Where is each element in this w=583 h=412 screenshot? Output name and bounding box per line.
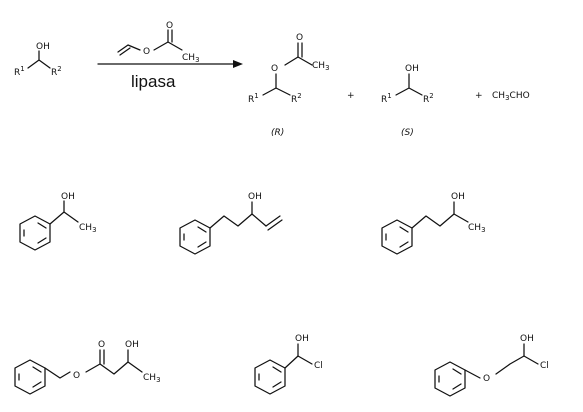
r2-label: R2 xyxy=(291,92,302,105)
r1-label: R1 xyxy=(14,65,25,78)
r-configuration-label: (R) xyxy=(271,128,284,138)
catalyst-label: lipasa xyxy=(131,72,176,91)
methyl-label: CH3 xyxy=(182,53,200,64)
acetaldehyde-label: CH3CHO xyxy=(492,91,530,102)
methyl-label: CH3 xyxy=(468,223,486,234)
hydroxyl-label: OH xyxy=(248,192,262,202)
hydroxyl-label: OH xyxy=(125,340,139,350)
r2-label: R2 xyxy=(51,65,62,78)
ether-oxygen-label: O xyxy=(483,374,490,384)
substrate-3-phenylbutanol: OH CH3 xyxy=(381,192,486,255)
methyl-label: CH3 xyxy=(143,373,161,384)
substrate-6-phenoxy-chloropropanol: O OH Cl xyxy=(434,334,549,397)
vinyl-acetate: O O CH3 xyxy=(117,21,200,64)
hydroxyl-label: OH xyxy=(405,64,419,74)
ester-oxygen-label: O xyxy=(143,47,150,57)
product-r-acetate: O O CH3 R1 R2 (R) xyxy=(248,33,330,138)
hydroxyl-label: OH xyxy=(61,192,75,202)
chlorine-label: Cl xyxy=(314,361,323,371)
ester-oxygen-label: O xyxy=(73,371,80,381)
plus-sign: + xyxy=(347,91,355,101)
carbonyl-oxygen-label: O xyxy=(296,33,303,43)
methyl-label: CH3 xyxy=(79,223,97,234)
reactant-secondary-alcohol: OH R1 R2 xyxy=(14,42,62,78)
r1-label: R1 xyxy=(381,92,392,105)
substrate-2-allylic-alcohol: OH xyxy=(179,192,283,255)
substrate-1-phenylethanol: OH CH3 xyxy=(19,192,97,251)
carbonyl-oxygen-label: O xyxy=(166,21,173,31)
hydroxyl-label: OH xyxy=(520,334,534,344)
plus-sign: + xyxy=(475,91,483,101)
reaction-arrow xyxy=(97,60,243,68)
substrate-5-chlorophenylethanol: OH Cl xyxy=(254,334,323,395)
hydroxyl-label: OH xyxy=(36,42,50,52)
chlorine-label: Cl xyxy=(540,361,549,371)
substrate-4-benzyl-hydroxybutanoate: O O OH CH3 xyxy=(14,340,161,395)
r1-label: R1 xyxy=(248,92,259,105)
carbonyl-oxygen-label: O xyxy=(98,340,105,350)
s-configuration-label: (S) xyxy=(401,128,414,138)
r2-label: R2 xyxy=(423,92,434,105)
hydroxyl-label: OH xyxy=(451,192,465,202)
methyl-label: CH3 xyxy=(312,61,330,72)
hydroxyl-label: OH xyxy=(295,334,309,344)
ester-oxygen-label: O xyxy=(271,64,278,74)
product-s-alcohol: OH R1 R2 (S) xyxy=(381,64,434,138)
